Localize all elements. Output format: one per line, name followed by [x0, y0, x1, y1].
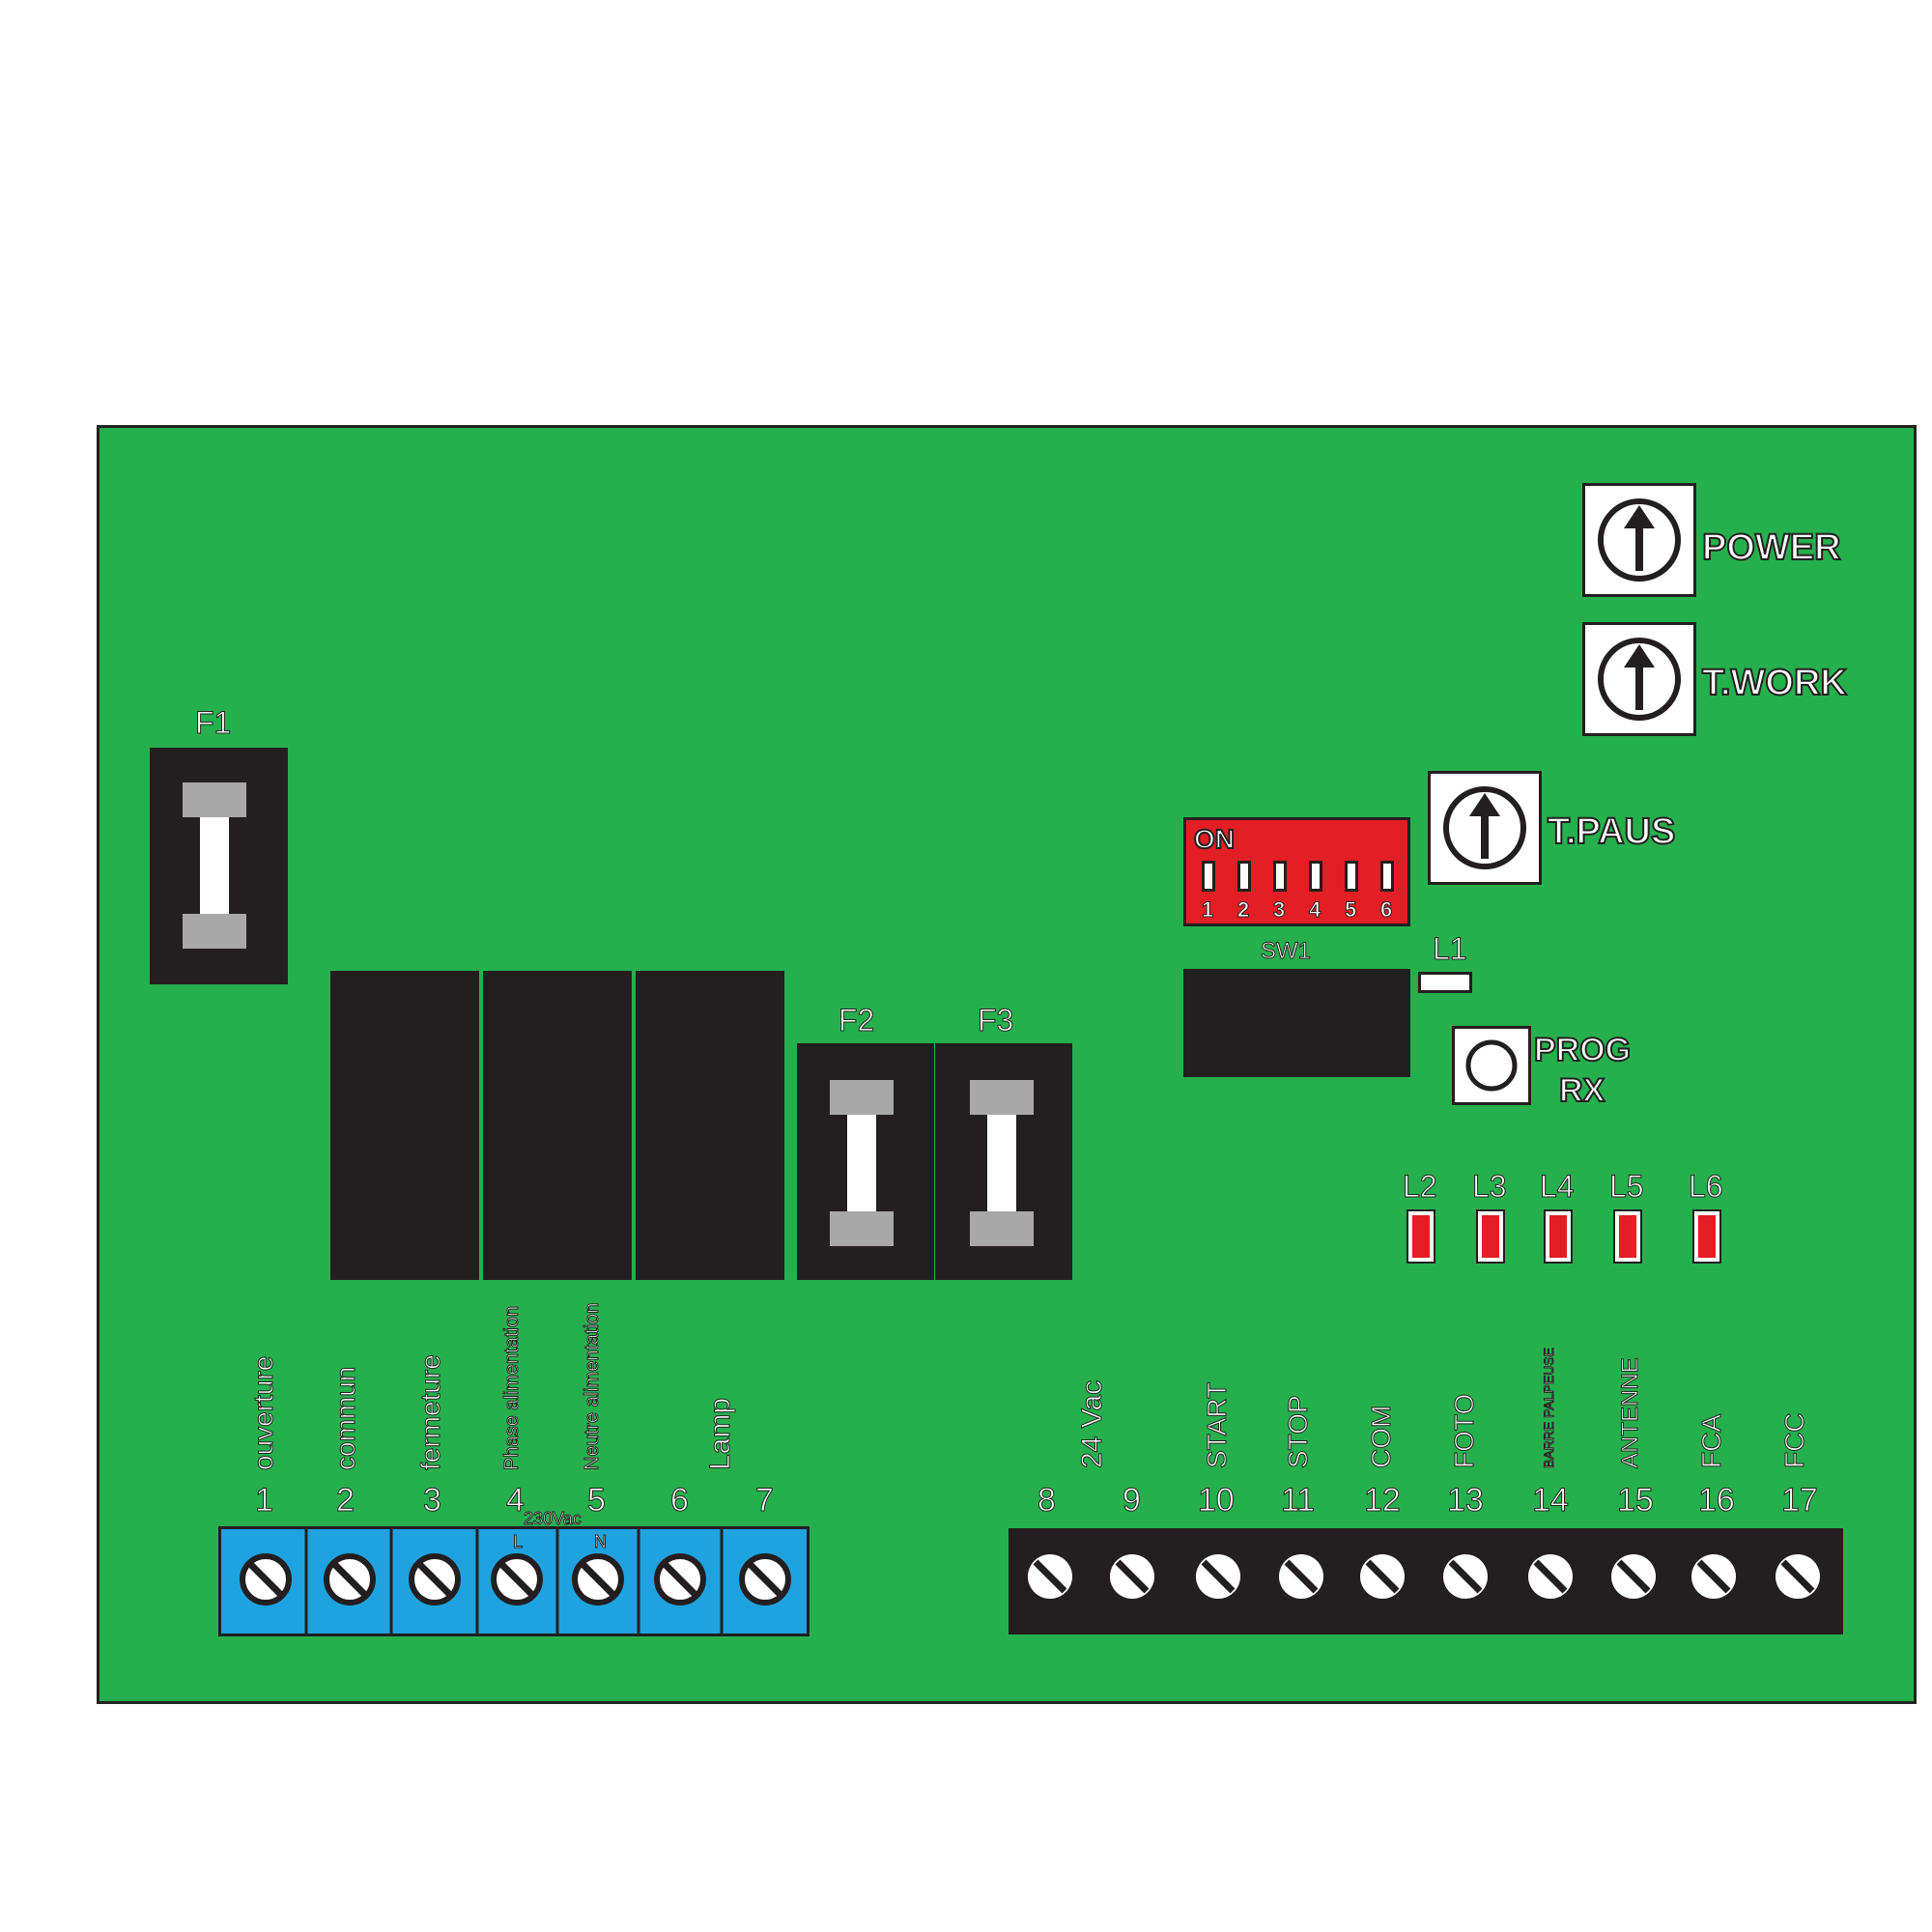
- terminal-4-number: 4: [506, 1482, 526, 1519]
- receiver-module: [1183, 969, 1410, 1077]
- terminal-com-label: COM: [1366, 1405, 1397, 1468]
- prog-rx-button[interactable]: [1452, 1026, 1531, 1105]
- terminal-stop-label: STOP: [1283, 1395, 1314, 1469]
- fuse-f3-cap-top: [970, 1080, 1034, 1115]
- relay-1: [330, 971, 479, 1280]
- fuse-f1-cap-bottom: [183, 914, 246, 949]
- terminal-6-number: 6: [670, 1482, 690, 1519]
- fuse-f2-cap-bottom: [830, 1211, 894, 1246]
- terminal-2-number: 2: [336, 1482, 355, 1519]
- relay-2: [483, 971, 632, 1280]
- terminal-5-label: Neutre alimentation: [582, 1302, 604, 1470]
- terminal-5-number: 5: [587, 1482, 607, 1519]
- terminal-14-number: 14: [1532, 1482, 1570, 1519]
- terminal-1-label: ouverture: [248, 1355, 279, 1470]
- led-l2: [1406, 1209, 1435, 1264]
- phase-label: L: [512, 1532, 524, 1551]
- fuse-f3-element: [987, 1115, 1016, 1211]
- led-l3: [1476, 1209, 1505, 1264]
- dip-number-5: 5: [1344, 897, 1357, 922]
- terminal-block-left-screws: [240, 1529, 791, 1634]
- terminal-fcc-label: FCC: [1779, 1412, 1810, 1469]
- dip-number-2: 2: [1236, 897, 1250, 922]
- dip-on-label: ON: [1193, 824, 1236, 854]
- dip-switch-label: SW1: [1260, 938, 1312, 964]
- fuse-f1-element: [200, 817, 229, 914]
- trimmer-power-label: POWER: [1701, 527, 1842, 568]
- arrow-up-icon: [1443, 786, 1526, 869]
- dip-switch-4[interactable]: [1309, 861, 1322, 892]
- fuse-f2: [797, 1043, 934, 1280]
- terminal-10-number: 10: [1198, 1482, 1236, 1519]
- fuse-f1: [150, 748, 288, 984]
- dip-switch-3[interactable]: [1273, 861, 1287, 892]
- terminal-9-number: 9: [1122, 1482, 1142, 1519]
- trimmer-twork-label: T.WORK: [1701, 663, 1848, 703]
- led-l4: [1544, 1209, 1573, 1264]
- terminal-8-number: 8: [1037, 1482, 1057, 1519]
- led-l1: [1418, 972, 1472, 993]
- terminal-13-number: 13: [1447, 1482, 1485, 1519]
- dip-switch[interactable]: ON 1 2 3 4 5 6: [1183, 817, 1410, 926]
- button-circle-icon: [1465, 1039, 1518, 1092]
- terminal-1-number: 1: [255, 1482, 274, 1519]
- fuse-f1-label: F1: [194, 705, 232, 740]
- terminal-lamp-label: Lamp: [704, 1397, 737, 1470]
- terminal-7-number: 7: [755, 1482, 775, 1519]
- terminal-2-label: commun: [330, 1366, 361, 1470]
- prog-label: PROG: [1533, 1032, 1632, 1068]
- led-l5: [1613, 1209, 1642, 1264]
- relay-3: [636, 971, 784, 1280]
- terminal-fca-label: FCA: [1696, 1414, 1727, 1469]
- fuse-f3-label: F3: [977, 1003, 1014, 1037]
- led-l4-label: L4: [1540, 1169, 1576, 1204]
- terminal-start-label: START: [1202, 1381, 1233, 1468]
- trimmer-twork[interactable]: [1582, 622, 1696, 736]
- terminal-3-number: 3: [423, 1482, 442, 1519]
- dip-switch-6[interactable]: [1380, 861, 1394, 892]
- terminal-15-number: 15: [1617, 1482, 1655, 1519]
- terminal-4-label: Phase alimentation: [501, 1305, 524, 1470]
- trimmer-power[interactable]: [1582, 483, 1696, 597]
- led-l3-label: L3: [1472, 1169, 1508, 1204]
- arrow-up-icon: [1598, 638, 1681, 721]
- terminal-block-left: L N: [218, 1526, 810, 1636]
- dip-number-6: 6: [1379, 897, 1393, 922]
- dip-number-3: 3: [1272, 897, 1286, 922]
- fuse-f2-label: F2: [838, 1003, 875, 1037]
- terminal-16-number: 16: [1698, 1482, 1736, 1519]
- arrow-up-icon: [1598, 498, 1681, 582]
- led-l6-label: L6: [1689, 1169, 1724, 1204]
- led-l1-label: L1: [1433, 931, 1468, 966]
- dip-switch-2[interactable]: [1237, 861, 1251, 892]
- fuse-f2-cap-top: [830, 1080, 894, 1115]
- terminal-block-right-screws: [1028, 1554, 1820, 1599]
- terminal-11-number: 11: [1280, 1482, 1316, 1519]
- neutral-label: N: [594, 1532, 608, 1551]
- led-l5-label: L5: [1609, 1169, 1645, 1204]
- terminal-foto-label: FOTO: [1449, 1393, 1480, 1468]
- fuse-f3: [935, 1043, 1072, 1280]
- terminal-antenne-label: ANTENNE: [1617, 1357, 1644, 1469]
- voltage-label: 230Vac: [524, 1509, 582, 1528]
- terminal-12-number: 12: [1364, 1482, 1402, 1519]
- led-l2-label: L2: [1403, 1169, 1438, 1204]
- terminal-24vac-label: 24 Vac: [1076, 1379, 1109, 1468]
- trimmer-tpaus[interactable]: [1428, 771, 1542, 885]
- fuse-f1-cap-top: [183, 782, 246, 817]
- dip-switch-5[interactable]: [1345, 861, 1358, 892]
- terminal-17-number: 17: [1781, 1482, 1819, 1519]
- terminal-barre-label: BARRE PALPEUSE: [1541, 1347, 1557, 1468]
- dip-number-1: 1: [1201, 897, 1214, 922]
- dip-switch-1[interactable]: [1202, 861, 1215, 892]
- rx-label: RX: [1558, 1072, 1605, 1109]
- fuse-f3-cap-bottom: [970, 1211, 1034, 1246]
- trimmer-tpaus-label: T.PAUS: [1547, 811, 1676, 852]
- dip-number-4: 4: [1308, 897, 1321, 922]
- led-l6: [1692, 1209, 1721, 1264]
- fuse-f2-element: [847, 1115, 876, 1211]
- terminal-block-right: [1009, 1528, 1843, 1634]
- terminal-3-label: fermeture: [415, 1354, 446, 1471]
